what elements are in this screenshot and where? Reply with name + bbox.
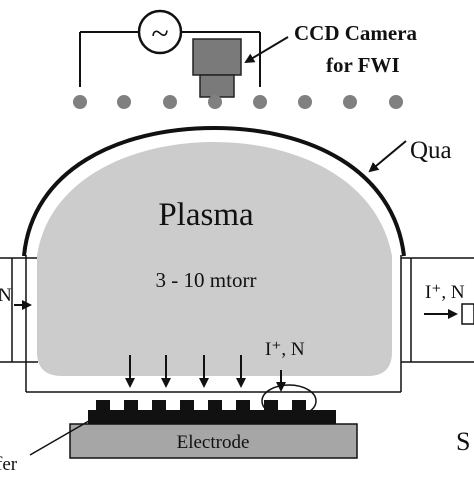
chamber-walls <box>25 255 402 393</box>
ccd-camera-icon <box>192 38 242 98</box>
wafer-label: fer <box>0 454 18 474</box>
camera-pointer-arrow <box>244 36 289 64</box>
coil-dot <box>253 95 267 109</box>
quartz-pointer-arrow <box>368 140 407 173</box>
ac-source-wiring <box>79 31 261 87</box>
wafer-pointer-line <box>29 417 95 456</box>
feature-highlight-oval <box>261 384 317 418</box>
coil-dot <box>389 95 403 109</box>
quartz-label: Qua <box>410 137 452 164</box>
pressure-label: 3 - 10 mtorr <box>156 268 257 292</box>
right-bottom-label: S <box>456 427 470 456</box>
coil-dot <box>73 95 87 109</box>
coil-dot <box>163 95 177 109</box>
plasma-region <box>37 142 392 376</box>
plasma-label: Plasma <box>158 197 254 233</box>
coil-dot <box>298 95 312 109</box>
wafer-feature <box>236 400 250 412</box>
wafer-feature <box>124 400 138 412</box>
right-port-label: I⁺, N <box>425 282 465 303</box>
coil-dot <box>117 95 131 109</box>
right-port <box>401 257 474 363</box>
wafer <box>88 400 336 424</box>
ion-species-label: I⁺, N <box>265 339 305 360</box>
wafer-feature <box>96 400 110 412</box>
coil-dot <box>208 95 222 109</box>
electrode-label: Electrode <box>177 432 250 453</box>
wafer-feature <box>264 400 278 412</box>
source-symbol: ~ <box>151 15 168 51</box>
electrode <box>69 423 358 459</box>
wafer-feature <box>292 400 306 412</box>
coil-dot <box>343 95 357 109</box>
ac-source-icon: ~ <box>137 9 183 55</box>
ion-flux-arrows <box>125 355 286 392</box>
quartz-dome <box>22 125 406 257</box>
fwi-label: for FWI <box>326 53 400 77</box>
left-port-label: N <box>0 285 12 306</box>
wafer-feature <box>180 400 194 412</box>
ccd-camera-label: CCD Camera <box>294 21 418 45</box>
wafer-feature <box>208 400 222 412</box>
left-port <box>0 257 38 363</box>
coil-dots <box>73 95 403 109</box>
wafer-feature <box>152 400 166 412</box>
